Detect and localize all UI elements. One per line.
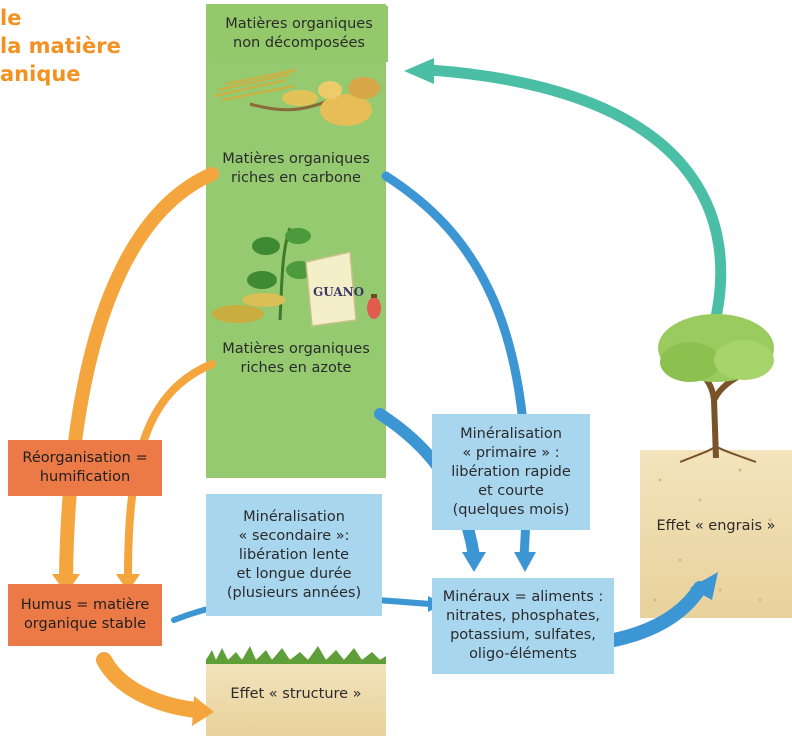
tree-icon [658, 314, 774, 463]
box-reorganisation: Réorganisation = humification [8, 440, 162, 496]
arrow-humus-to-structure [96, 652, 204, 718]
teal-arrowhead [404, 58, 434, 84]
title-line-2: la matière [0, 34, 121, 58]
box-nitrogen-rich: Matières organiques riches en azote [222, 341, 370, 376]
soil-icon [640, 450, 792, 618]
box-structure-effect: Effet « structure » [230, 685, 362, 702]
guano-label: GUANO [313, 285, 364, 299]
title-line-3: anique [0, 62, 81, 86]
title-line-1: le [0, 6, 22, 30]
page-title: le la matière anique [0, 4, 230, 88]
box-secondary-mineralisation: Minéralisation « secondaire »: libératio… [206, 494, 382, 616]
box-primary-mineralisation: Minéralisation « primaire » : libération… [432, 414, 590, 530]
arrow-tree-to-undecomposed [424, 64, 727, 332]
leaves-icon [213, 68, 380, 126]
arrow-minerals-to-fertilizer [607, 581, 707, 647]
box-minerals: Minéraux = aliments : nitrates, phosphat… [432, 578, 614, 674]
plant-icon [212, 227, 314, 323]
box-humus: Humus = matière organique stable [8, 584, 162, 646]
box-carbon-rich: Matières organiques riches en carbone [222, 151, 370, 186]
guano-bag-icon: GUANO [305, 251, 364, 327]
grass-icon [206, 646, 386, 736]
apple-core-icon [367, 294, 381, 319]
box-undecomposed: Matières organiques non décomposées [210, 6, 388, 62]
arrow-nitrogen-to-humus [124, 360, 216, 580]
box-fertilizer-effect: Effet « engrais » [656, 517, 776, 534]
